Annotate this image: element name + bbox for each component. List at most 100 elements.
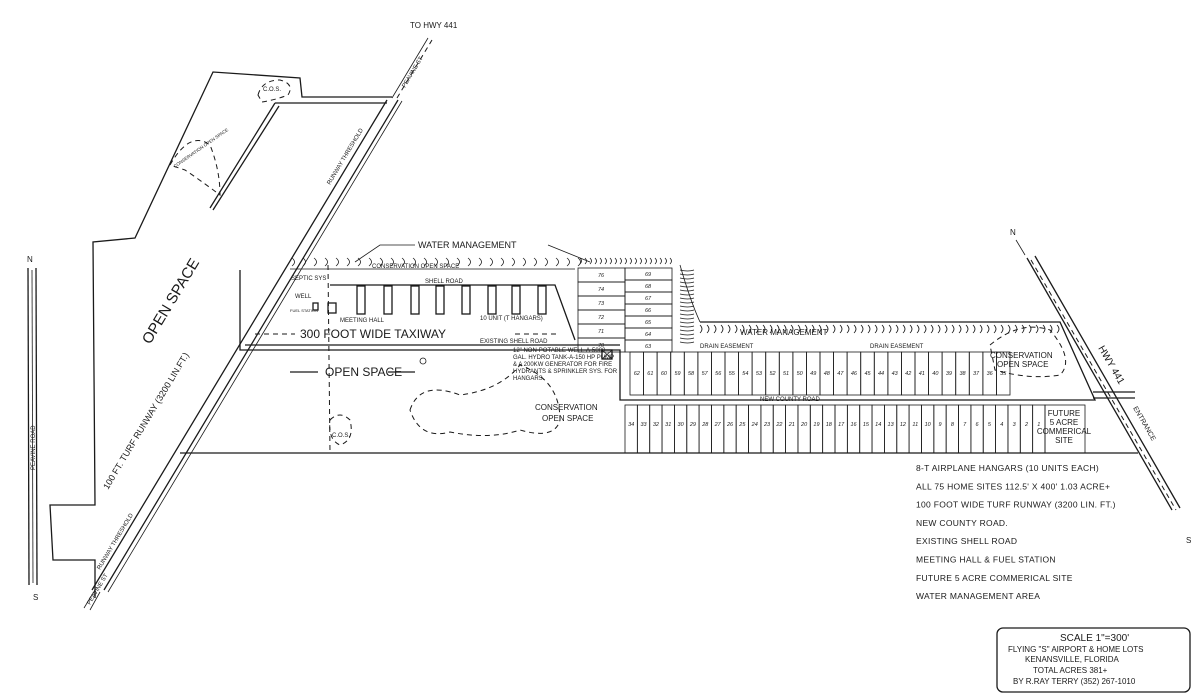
lot[interactable]: 31	[661, 404, 675, 454]
lot[interactable]: 32	[649, 404, 663, 454]
lot-number: 42	[905, 371, 911, 377]
lot[interactable]: 76	[577, 267, 626, 283]
lot[interactable]: 45	[860, 351, 875, 396]
lot[interactable]: 10	[921, 404, 935, 454]
water-management-arc	[1014, 324, 1018, 334]
lot[interactable]: 29	[686, 404, 700, 454]
lot[interactable]: 50	[792, 351, 807, 396]
lot[interactable]: 6	[970, 404, 984, 454]
lot[interactable]: 2	[1019, 404, 1034, 454]
lot[interactable]: 41	[914, 351, 929, 396]
lot[interactable]: 66	[624, 303, 673, 317]
water-management-arc	[748, 324, 752, 334]
lot[interactable]: 33	[636, 404, 651, 454]
lot[interactable]: 11	[908, 404, 922, 454]
lot-number: 67	[645, 296, 652, 302]
lot[interactable]: 65	[624, 315, 673, 329]
lot[interactable]: 14	[871, 404, 885, 454]
lot[interactable]: 4	[995, 404, 1009, 454]
lot[interactable]: 62	[629, 351, 644, 396]
water-management-arc	[379, 257, 383, 267]
lot[interactable]: 73	[577, 295, 626, 311]
water-management-arc	[679, 305, 695, 308]
lot[interactable]: 43	[887, 351, 902, 396]
lot[interactable]: 5	[982, 404, 996, 454]
water-management-arc	[434, 257, 438, 267]
runway-threshold-top: RUNWAY THRESHOLD	[327, 127, 366, 186]
lot[interactable]: 71	[577, 323, 626, 339]
water-management-arc	[874, 324, 878, 334]
legend-item: 8-T AIRPLANE HANGARS (10 UNITS EACH)	[916, 463, 1099, 473]
lot[interactable]: 18	[822, 404, 836, 454]
lot[interactable]: 63	[624, 339, 673, 353]
water-management-arc	[489, 257, 493, 267]
water-management-arc	[839, 324, 843, 334]
lot[interactable]: 27	[711, 404, 725, 454]
lot[interactable]: 51	[778, 351, 794, 396]
water-management-arc	[679, 293, 695, 296]
lot[interactable]: 54	[738, 351, 753, 396]
lot[interactable]: 37	[968, 351, 984, 396]
lot[interactable]: 53	[751, 351, 767, 396]
lot[interactable]: 19	[809, 404, 824, 454]
lot[interactable]: 9	[933, 404, 947, 454]
lot[interactable]: 48	[819, 351, 834, 396]
lot-number: 74	[598, 287, 604, 293]
lot[interactable]: 74	[577, 281, 626, 297]
lot[interactable]: 39	[941, 351, 957, 396]
lot[interactable]: 58	[683, 351, 699, 396]
lot[interactable]: 61	[643, 351, 658, 396]
lot[interactable]: 13	[884, 404, 898, 454]
lot-number: 63	[645, 344, 652, 350]
lot[interactable]: 17	[834, 404, 848, 454]
lot[interactable]: 38	[955, 351, 970, 396]
lot[interactable]: 57	[697, 351, 712, 396]
future-site-label-3: COMMERICAL	[1037, 427, 1092, 436]
lot[interactable]: 25	[735, 404, 749, 454]
lot[interactable]: 28	[698, 404, 712, 454]
lot-number: 52	[769, 371, 775, 377]
hangars-label: 10 UNIT (T HANGARS)	[480, 316, 543, 322]
water-management-arc	[734, 324, 738, 334]
lot[interactable]: 40	[928, 351, 943, 396]
lot[interactable]: 7	[958, 404, 972, 454]
lot[interactable]: 46	[846, 351, 862, 396]
lot[interactable]: 47	[833, 351, 848, 396]
lot[interactable]: 59	[670, 351, 685, 396]
lot[interactable]: 30	[674, 404, 688, 454]
lot[interactable]: 52	[765, 351, 780, 396]
lot[interactable]: 34	[624, 404, 638, 454]
lot[interactable]: 44	[873, 351, 889, 396]
lot[interactable]: 21	[785, 404, 799, 454]
water-management-arc	[644, 257, 647, 265]
lot[interactable]: 3	[1007, 404, 1021, 454]
lot[interactable]: 8	[945, 404, 959, 454]
lot[interactable]: 69	[624, 267, 673, 281]
lot[interactable]: 64	[624, 327, 673, 341]
lot[interactable]: 67	[624, 291, 673, 305]
main-parcel-outline	[239, 270, 1097, 401]
lot[interactable]: 20	[797, 404, 811, 454]
lot[interactable]: 15	[859, 404, 873, 454]
lot[interactable]: 56	[711, 351, 726, 396]
lot[interactable]: 72	[577, 309, 626, 325]
water-management-arc	[423, 257, 427, 267]
lot[interactable]: 42	[901, 351, 916, 396]
lot-number: 18	[826, 422, 833, 428]
lot[interactable]: 16	[846, 404, 861, 454]
lot[interactable]: 49	[806, 351, 821, 396]
water-management-arc	[639, 257, 642, 265]
conservation-center-label-1: CONSERVATION	[535, 403, 598, 412]
water-management-arc	[679, 341, 695, 344]
lot-number: 45	[864, 371, 871, 377]
lot-number: 54	[742, 371, 748, 377]
water-management-arc	[713, 324, 717, 334]
lot[interactable]: 22	[772, 404, 786, 454]
lot[interactable]: 12	[896, 404, 910, 454]
lot[interactable]: 26	[723, 404, 737, 454]
lot[interactable]: 23	[760, 404, 774, 454]
lot[interactable]: 60	[656, 351, 672, 396]
lot[interactable]: 55	[724, 351, 739, 396]
lot[interactable]: 24	[748, 404, 762, 454]
lot[interactable]: 68	[624, 279, 673, 293]
